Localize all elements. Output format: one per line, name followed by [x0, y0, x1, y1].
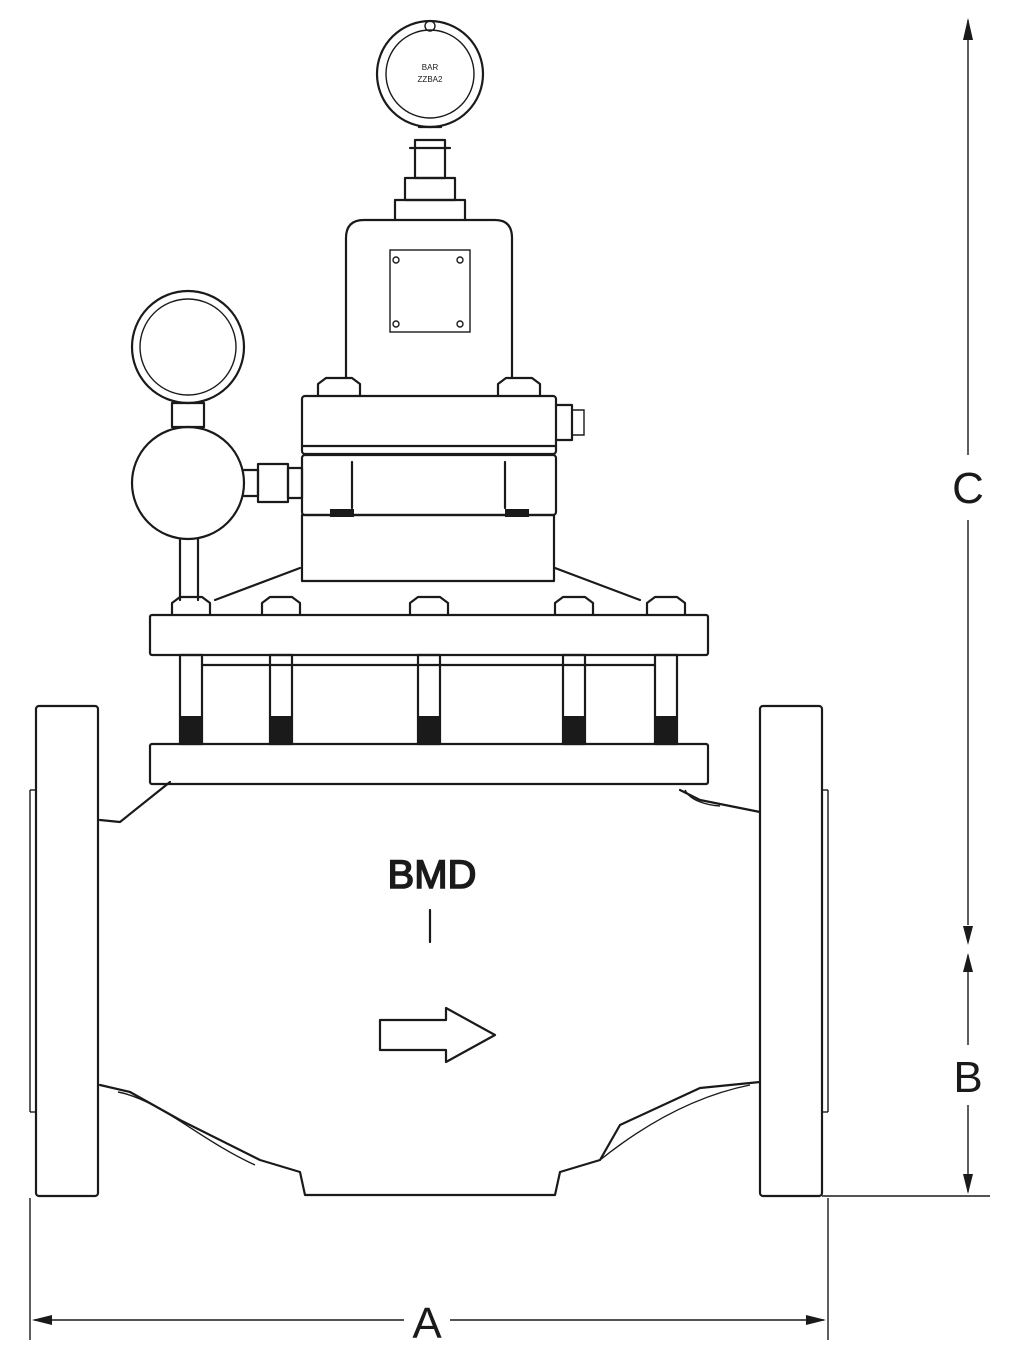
adjusting-screw: [393, 138, 467, 222]
top-gauge-text-line2: ZZBA2: [418, 75, 443, 84]
side-pressure-gauge: [130, 289, 246, 429]
dimension-c-label: C: [952, 464, 984, 513]
brand-label: BMD: [388, 853, 477, 897]
bonnet-dome: [213, 566, 642, 602]
dimension-a-label: A: [412, 1299, 442, 1348]
flow-direction-arrow: [378, 1006, 497, 1064]
dimension-b: B: [822, 953, 990, 1197]
top-pressure-gauge: BAR ZZBA2: [375, 19, 485, 129]
dimension-b-label: B: [953, 1053, 982, 1102]
flange-nuts: [170, 595, 687, 617]
lower-bonnet-flange: [148, 742, 710, 786]
valve-body: [98, 780, 762, 1197]
right-pipe-flange: [758, 704, 829, 1198]
pilot-spring-housing: [344, 218, 514, 380]
pilot-bolts: [316, 376, 542, 398]
top-gauge-text-line1: BAR: [422, 63, 439, 72]
side-regulator-body: [130, 425, 304, 602]
pilot-base-block: [300, 394, 585, 583]
bonnet-studs: [178, 653, 679, 746]
left-pipe-flange: [29, 704, 100, 1198]
dimension-c: C: [952, 18, 984, 945]
dimension-a: A: [29, 1198, 829, 1348]
upper-bonnet-flange: [148, 613, 710, 657]
